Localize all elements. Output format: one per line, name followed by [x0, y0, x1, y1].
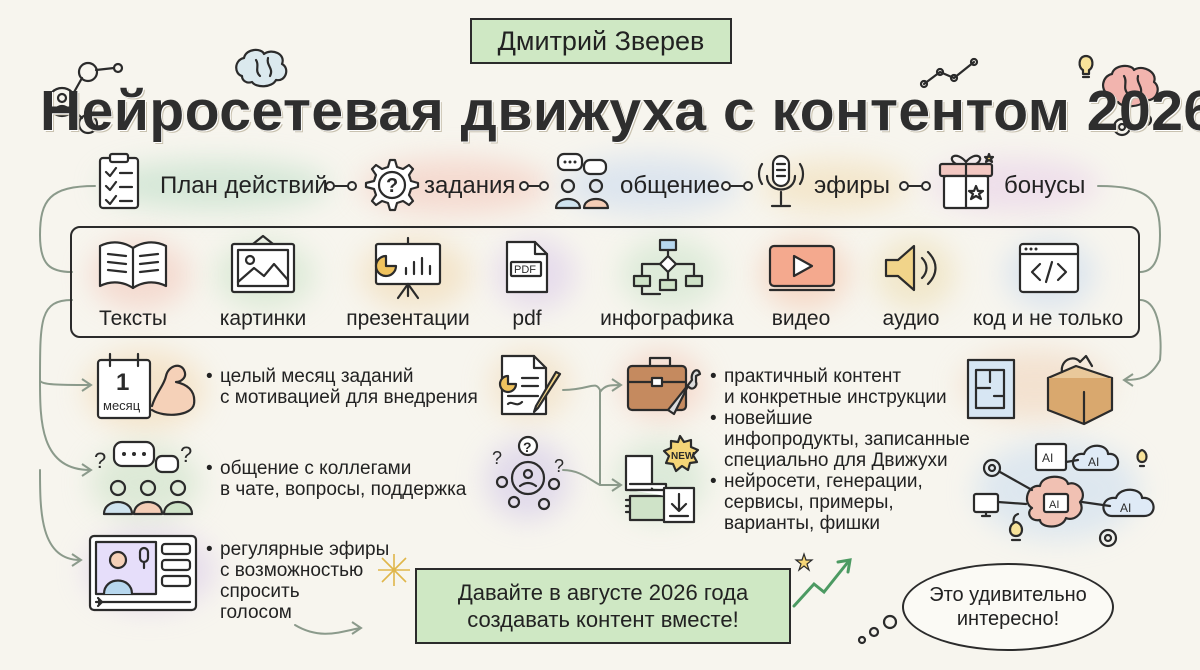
question-gear-icon: ? [364, 158, 420, 212]
step-plan: План действий [160, 172, 328, 199]
growth-arrow-icon [792, 552, 852, 608]
ai-network-icon: AI AI AI AI [972, 442, 1155, 548]
calendar-word: месяц [103, 398, 141, 413]
brain-icon [235, 48, 288, 88]
speaker-icon [884, 244, 937, 292]
network-people-icon [46, 61, 124, 135]
svg-text:?: ? [180, 442, 192, 467]
step-bonuses: бонусы [1004, 172, 1086, 199]
sparkle-icon [378, 554, 410, 586]
bubble-tail [857, 614, 898, 645]
content-types-panel [70, 226, 1140, 338]
new-products-icon: NEW [624, 434, 700, 524]
pdf-icon: PDF [505, 240, 549, 294]
presentation-icon [374, 236, 442, 300]
speech-bubble: Это удивительно интересно! [902, 563, 1114, 651]
author-banner: Дмитрий Зверев [470, 18, 732, 64]
book-icon [98, 241, 168, 290]
team-chat-icon: ? ? [94, 440, 194, 516]
pdf-badge: PDF [514, 264, 536, 276]
bubble-line-2: интересно! [956, 608, 1060, 630]
new-badge: NEW [671, 451, 695, 462]
author-name: Дмитрий Зверев [497, 25, 705, 56]
ai-badge-2: AI [1088, 455, 1099, 469]
checklist-icon [98, 152, 140, 210]
flowchart-icon [632, 238, 704, 296]
content-type-video: видео [771, 307, 831, 330]
chat-people-icon [554, 152, 610, 210]
microphone-icon [757, 154, 805, 208]
picture-icon [230, 234, 296, 294]
ai-badge-4: AI [1120, 501, 1131, 515]
video-icon [768, 244, 836, 292]
calendar-muscle-icon: 1 месяц [96, 352, 196, 420]
page-title: Нейросетевая движуха с контентом 2026 [40, 79, 1200, 143]
content-type-code: код и не только [972, 307, 1124, 330]
content-type-presentations: презентации [346, 307, 470, 330]
step-tasks: задания [424, 172, 516, 199]
bubble-line-1: Это удивительно [929, 584, 1087, 606]
ai-badge-3: AI [1049, 499, 1059, 511]
step-streams: эфиры [814, 172, 890, 199]
calendar-number: 1 [116, 369, 129, 396]
toolbox-wrench-icon [626, 356, 702, 416]
svg-text:?: ? [492, 448, 502, 468]
left-item-streams: регулярные эфиры с возможностью спросить… [206, 539, 389, 623]
svg-text:?: ? [523, 439, 532, 455]
cta-line-1: Давайте в августе 2026 года [457, 580, 749, 605]
code-icon [1018, 242, 1080, 294]
content-type-audio: аудио [882, 307, 940, 330]
content-type-infographics: инфографика [600, 307, 734, 330]
lightbulb-icon [1078, 54, 1094, 79]
content-type-images: картинки [219, 307, 307, 330]
content-type-pdf: pdf [512, 307, 542, 330]
gears-icon [1112, 113, 1153, 137]
cta-line-2: создавать контент вместе! [467, 607, 739, 632]
gift-icon [938, 152, 995, 210]
brain-pink-icon [1102, 64, 1159, 108]
step-chat: общение [620, 172, 720, 199]
team-question-icon: ? ? ? [492, 435, 564, 511]
content-type-texts: Тексты [99, 307, 167, 330]
svg-text:?: ? [94, 448, 106, 473]
cta-banner: Давайте в августе 2026 года создавать ко… [415, 568, 791, 644]
right-item-ai: нейросети, генерации,сервисы, примеры,ва… [710, 471, 923, 534]
svg-text:?: ? [386, 175, 398, 197]
contract-pen-icon [498, 354, 562, 416]
ai-badge-1: AI [1042, 451, 1053, 465]
svg-text:?: ? [554, 456, 564, 476]
blueprint-box-icon [966, 354, 1114, 426]
line-graph-icon [919, 57, 979, 89]
stream-screen-icon [88, 534, 198, 612]
